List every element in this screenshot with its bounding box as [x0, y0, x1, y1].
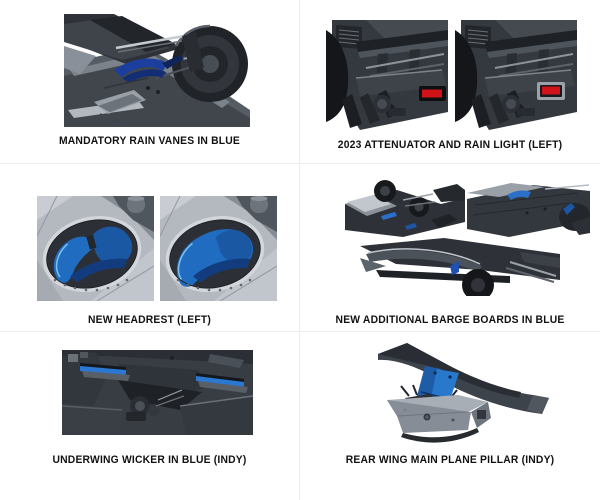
panel-caption: 2023 ATTENUATOR AND RAIN LIGHT (LEFT): [337, 139, 563, 151]
headrest-cad-image-1: [37, 196, 154, 301]
rear-wing-cad-image: [378, 343, 549, 443]
panel-attenuator-rain-light: 2023 ATTENUATOR AND RAIN LIGHT (LEFT): [300, 0, 600, 164]
panel-caption: NEW HEADREST (LEFT): [87, 314, 212, 326]
attenuator-right-view: [455, 20, 577, 130]
panel-barge-boards: NEW ADDITIONAL BARGE BOARDS IN BLUE: [300, 164, 600, 332]
headrest-left-view: [37, 196, 154, 301]
barge-board-cad-image-2: [467, 183, 590, 237]
barge-board-side-view: [360, 238, 560, 296]
rivets: [53, 278, 129, 292]
attenuator-left-view: [326, 20, 448, 130]
attenuator-cad-image-2: [455, 20, 577, 130]
underwing-wicker-illustration: [62, 350, 253, 435]
headrest-right-view: [160, 196, 277, 301]
headrest-cad-image-2: [160, 196, 277, 301]
panel-caption: MANDATORY RAIN VANES IN BLUE: [58, 135, 241, 147]
underwing-wicker-cad-image: [62, 350, 253, 435]
rain-vanes-cad-image: [64, 14, 250, 127]
wing-pillar: [417, 366, 459, 403]
panel-rear-wing-pillar: REAR WING MAIN PLANE PILLAR (INDY): [300, 332, 600, 500]
panel-underwing-wicker: UNDERWING WICKER IN BLUE (INDY): [0, 332, 300, 500]
rain-light-bracketed: [537, 82, 565, 100]
rain-vanes-illustration: [64, 14, 250, 127]
panel-caption: UNDERWING WICKER IN BLUE (INDY): [52, 454, 247, 466]
panel-caption: REAR WING MAIN PLANE PILLAR (INDY): [345, 454, 555, 466]
rear-wing-pillar-illustration: [353, 340, 550, 443]
barge-board-underside-view: [345, 180, 465, 237]
panel-rain-vanes: MANDATORY RAIN VANES IN BLUE: [0, 0, 300, 164]
panel-headrest: NEW HEADREST (LEFT): [0, 164, 300, 332]
barge-board-cad-image-3: [360, 238, 560, 296]
panel-caption: NEW ADDITIONAL BARGE BOARDS IN BLUE: [335, 314, 565, 326]
attenuator-cad-image-1: [326, 20, 448, 130]
barge-board-floor-view: [467, 183, 590, 237]
rain-light: [419, 86, 446, 101]
barge-board-cad-image-1: [345, 180, 465, 237]
wicker-strip-front: [80, 363, 130, 381]
wicker-strip-rear: [196, 373, 248, 393]
rivets: [176, 278, 252, 292]
